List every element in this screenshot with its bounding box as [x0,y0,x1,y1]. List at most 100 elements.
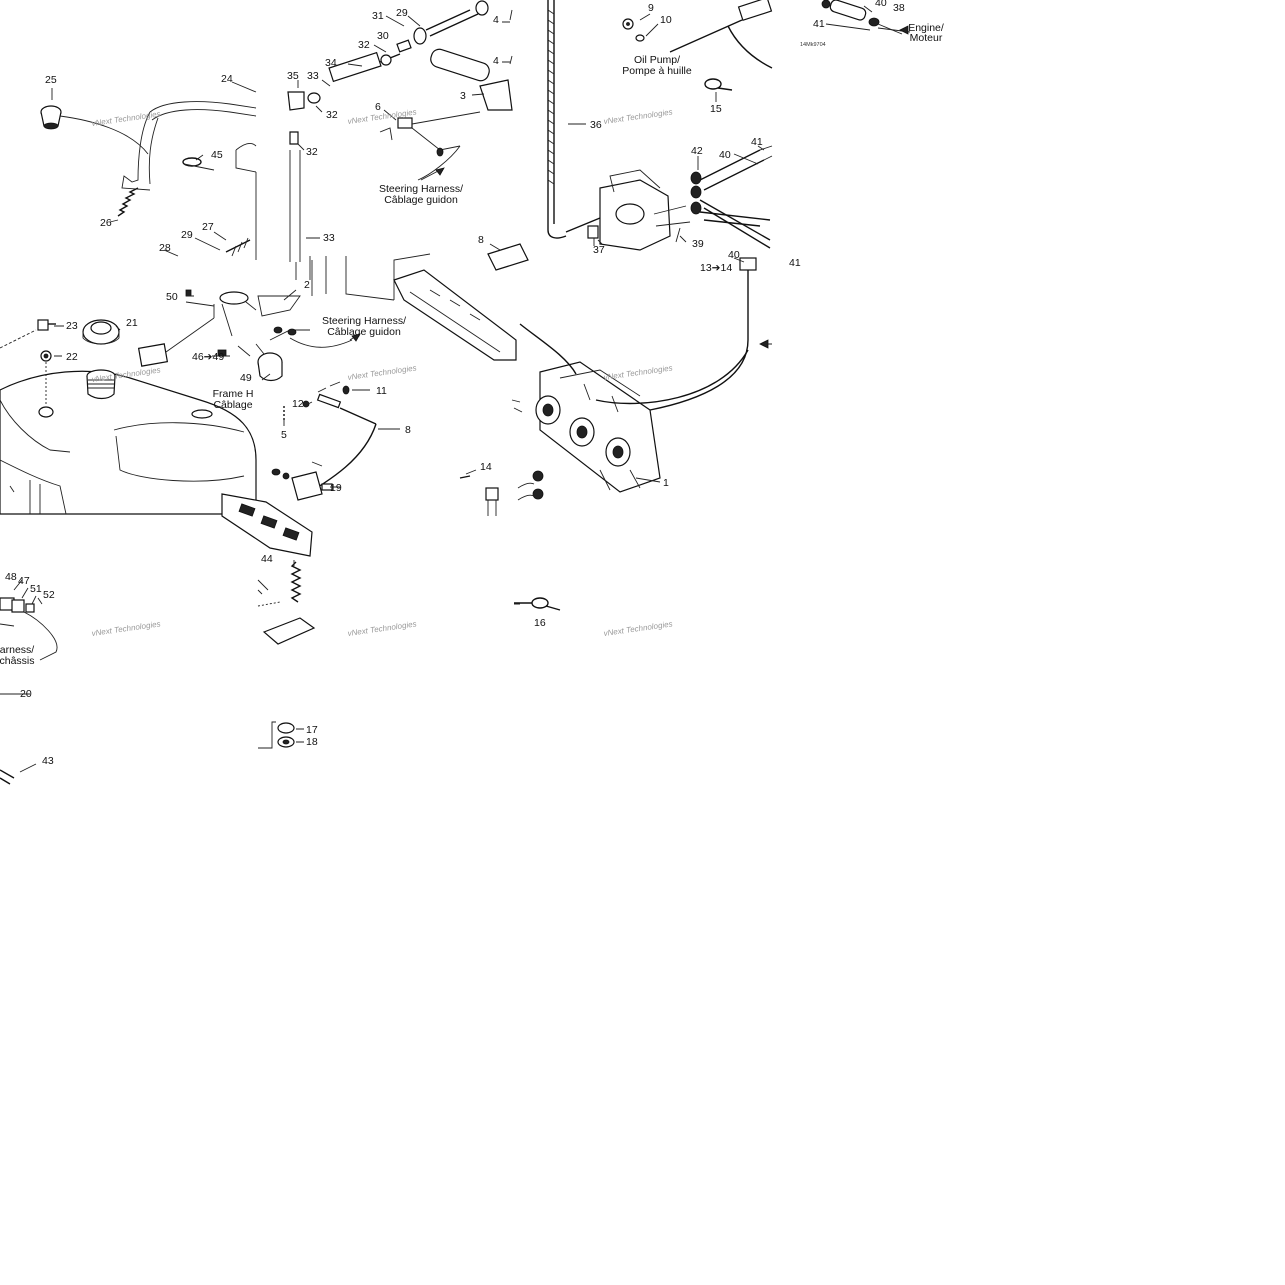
callout-33: 33 [323,232,335,244]
watermark: vNext Technologies [603,363,673,382]
watermark: vNext Technologies [603,107,673,126]
oil-hoses [690,145,773,249]
label-oil-pump-line1: Oil Pump/ [634,54,680,66]
watermark: vNext Technologies [91,109,161,128]
callout-13-14: 13➔14 [700,262,732,274]
callout-46-49: 46➔49 [192,351,224,363]
part-49-connector [237,295,353,382]
callout-15: 15 [710,103,722,115]
callout-36: 36 [590,119,602,131]
part-3-grip [430,9,513,111]
part-26-spring [117,187,139,217]
parts-47-48-connectors [0,597,58,661]
callout-5: 5 [281,429,287,441]
parts-17-18 [258,721,295,749]
label-frame-harness-2-line1: arness/ [0,644,34,656]
callout-37: 37 [593,244,605,256]
part-11-fitting [317,381,350,395]
callout-39: 39 [692,238,704,250]
part-19-bracket [271,461,333,501]
part-44-spring [290,561,302,603]
callout-17: 17 [306,724,318,736]
callout-26: 26 [100,217,112,229]
callout-47: 47 [18,575,30,587]
callout-51: 51 [30,583,42,595]
callout-20: 20 [20,688,32,700]
callout-43: 43 [42,755,54,767]
callout-40: 40 [875,0,887,9]
part-50-screw [185,289,192,297]
label-arrows [349,25,909,349]
callout-12: 12 [292,398,304,410]
callout-44: 44 [261,553,273,565]
callout-30: 30 [377,30,389,42]
label-engine-line2: Moteur [910,32,943,44]
watermark: vNext Technologies [603,619,673,638]
part-9-washer [622,18,634,30]
part-22-washer [38,350,54,418]
label-frame-harness-line1: Frame H [213,388,254,400]
intake-hose-assembly [121,101,257,260]
callout-4: 4 [493,55,499,67]
part-14-pin [459,475,471,479]
callout-8: 8 [478,234,484,246]
part-10-nut [635,34,645,42]
label-oil-pump-line2: Pompe à huille [622,65,692,77]
part-8-bracket [487,243,529,271]
callout-33: 33 [307,70,319,82]
watermark: vNext Technologies [347,619,417,638]
callout-9: 9 [648,2,654,14]
callout-2: 2 [304,279,310,291]
callout-23: 23 [66,320,78,332]
label-steering-harness-2-line1: Steering Harness/ [322,315,406,327]
frame-wall [311,253,431,301]
callout-42: 42 [691,145,703,157]
throttle-assembly [287,0,489,280]
fuel-fittings [485,399,544,516]
callout-16: 16 [534,617,546,629]
callout-32: 32 [306,146,318,158]
label-engine-line1: Engine/ [908,22,944,34]
callout-numbers: 31 29 30 32 34 35 33 32 32 24 25 26 27 2… [5,0,905,767]
callout-8: 8 [405,424,411,436]
callout-41: 41 [789,257,801,269]
callout-40: 40 [719,149,731,161]
label-steering-harness-line1: Steering Harness/ [379,183,463,195]
callout-4: 4 [493,14,499,26]
oil-pump-cable [547,0,773,239]
watermark: vNext Technologies [91,619,161,638]
label-frame-harness-line2: Câblage [213,399,252,411]
callout-18: 18 [306,736,318,748]
callout-6: 6 [375,101,381,113]
rail-bracket [393,269,517,361]
callout-41: 41 [813,18,825,30]
callout-41: 41 [751,136,763,148]
callout-1: 1 [663,477,669,489]
callout-19: 19 [330,482,342,494]
part-37-fitting [587,225,599,246]
part-45-clamp [182,157,215,171]
callout-32: 32 [326,109,338,121]
oil-pump-body [599,169,691,251]
label-steering-harness-line2: Câblage guidon [384,194,458,206]
callout-52: 52 [43,589,55,601]
callout-34: 34 [325,57,337,69]
callout-35: 35 [287,70,299,82]
callout-27: 27 [202,221,214,233]
part-6-switch [379,111,481,181]
heat-exchanger-plate [221,493,313,557]
fuel-tank [0,370,257,515]
callout-22: 22 [66,351,78,363]
part-21-fuel-cap [82,319,120,400]
leader-lines [0,5,911,773]
callout-10: 10 [660,14,672,26]
callout-24: 24 [221,73,233,85]
callout-14: 14 [480,461,492,473]
callout-29: 29 [181,229,193,241]
callout-28: 28 [159,242,171,254]
part-23-valve [0,319,56,349]
callout-40: 40 [728,249,740,261]
watermark: vNext Technologies [347,363,417,382]
part-16-clamp [514,597,561,611]
